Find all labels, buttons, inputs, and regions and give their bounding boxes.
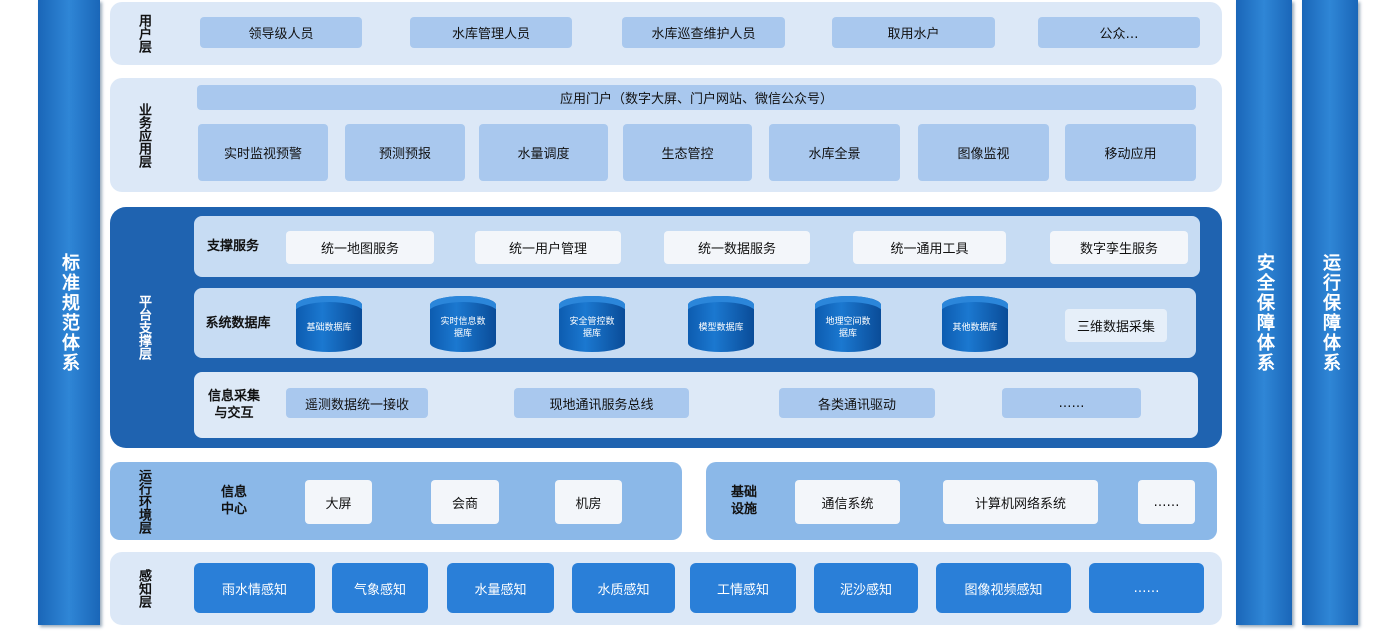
- database-label-text: 实时信息数据库: [440, 317, 486, 339]
- user-layer-label: 用户层: [136, 14, 151, 53]
- user-role-item[interactable]: 取用水户: [832, 17, 995, 48]
- business-app-item[interactable]: 预测预报: [345, 124, 465, 181]
- sensing-item[interactable]: 气象感知: [332, 563, 428, 613]
- sensing-item[interactable]: ……: [1089, 563, 1204, 613]
- business-layer-label: 业务应用层: [136, 102, 151, 168]
- standards-system-bar: 标准规范体系: [38, 0, 100, 625]
- user-role-item[interactable]: 领导级人员: [200, 17, 362, 48]
- collect-item[interactable]: 各类通讯驱动: [779, 388, 935, 418]
- business-app-item[interactable]: 图像监视: [918, 124, 1049, 181]
- env-layer-label: 运行环境层: [136, 468, 151, 534]
- infrastructure-label: 基础设施: [730, 485, 757, 517]
- database-label-text: 其他数据库: [952, 323, 998, 333]
- business-app-item[interactable]: 实时监视预警: [198, 124, 328, 181]
- collect-item[interactable]: 现地通讯服务总线: [514, 388, 689, 418]
- support-service-item[interactable]: 统一地图服务: [286, 231, 434, 264]
- database-label-text: 模型数据库: [698, 323, 744, 333]
- 3d-data-collection[interactable]: 三维数据采集: [1065, 309, 1167, 342]
- business-app-item[interactable]: 水库全景: [769, 124, 900, 181]
- sensing-item[interactable]: 泥沙感知: [814, 563, 918, 613]
- sensing-item[interactable]: 雨水情感知: [194, 563, 315, 613]
- infrastructure-item[interactable]: 计算机网络系统: [943, 480, 1098, 524]
- database-cylinder[interactable]: 安全管控数据库: [559, 296, 625, 352]
- database-label-text: 地理空间数据库: [825, 317, 871, 339]
- infrastructure-item[interactable]: ……: [1138, 480, 1195, 524]
- collect-item[interactable]: ……: [1002, 388, 1141, 418]
- support-services-label: 支撑服务: [206, 239, 259, 254]
- security-system-bar: 安全保障体系: [1236, 0, 1292, 625]
- platform-layer-label: 平台支撑层: [136, 295, 151, 360]
- database-cylinder[interactable]: 基础数据库: [296, 296, 362, 352]
- app-portal[interactable]: 应用门户（数字大屏、门户网站、微信公众号）: [197, 85, 1196, 110]
- info-center-label: 信息中心: [220, 485, 247, 517]
- database-label-text: 安全管控数据库: [569, 317, 615, 339]
- info-center-item[interactable]: 机房: [555, 480, 622, 524]
- support-service-item[interactable]: 数字孪生服务: [1050, 231, 1188, 264]
- database-cylinder[interactable]: 地理空间数据库: [815, 296, 881, 352]
- business-app-item[interactable]: 生态管控: [623, 124, 752, 181]
- sensing-item[interactable]: 水质感知: [572, 563, 675, 613]
- info-center-item[interactable]: 会商: [431, 480, 499, 524]
- sensing-item[interactable]: 工情感知: [690, 563, 796, 613]
- support-service-item[interactable]: 统一用户管理: [475, 231, 621, 264]
- database-label-text: 基础数据库: [306, 323, 352, 333]
- sensing-item[interactable]: 水量感知: [447, 563, 554, 613]
- database-cylinder[interactable]: 模型数据库: [688, 296, 754, 352]
- user-role-item[interactable]: 水库管理人员: [410, 17, 572, 48]
- database-cylinder[interactable]: 其他数据库: [942, 296, 1008, 352]
- info-center-item[interactable]: 大屏: [305, 480, 372, 524]
- business-app-item[interactable]: 移动应用: [1065, 124, 1196, 181]
- user-role-item[interactable]: 水库巡查维护人员: [622, 17, 785, 48]
- user-role-item[interactable]: 公众…: [1038, 17, 1200, 48]
- sensing-item[interactable]: 图像视频感知: [936, 563, 1071, 613]
- operation-system-bar: 运行保障体系: [1302, 0, 1358, 625]
- collect-label: 信息采集与交互: [207, 389, 260, 421]
- sense-layer-label: 感知层: [136, 569, 151, 608]
- support-service-item[interactable]: 统一通用工具: [853, 231, 1006, 264]
- database-cylinder[interactable]: 实时信息数据库: [430, 296, 496, 352]
- support-service-item[interactable]: 统一数据服务: [664, 231, 810, 264]
- infrastructure-item[interactable]: 通信系统: [795, 480, 900, 524]
- business-app-item[interactable]: 水量调度: [479, 124, 608, 181]
- database-label: 系统数据库: [205, 315, 271, 331]
- collect-item[interactable]: 遥测数据统一接收: [286, 388, 428, 418]
